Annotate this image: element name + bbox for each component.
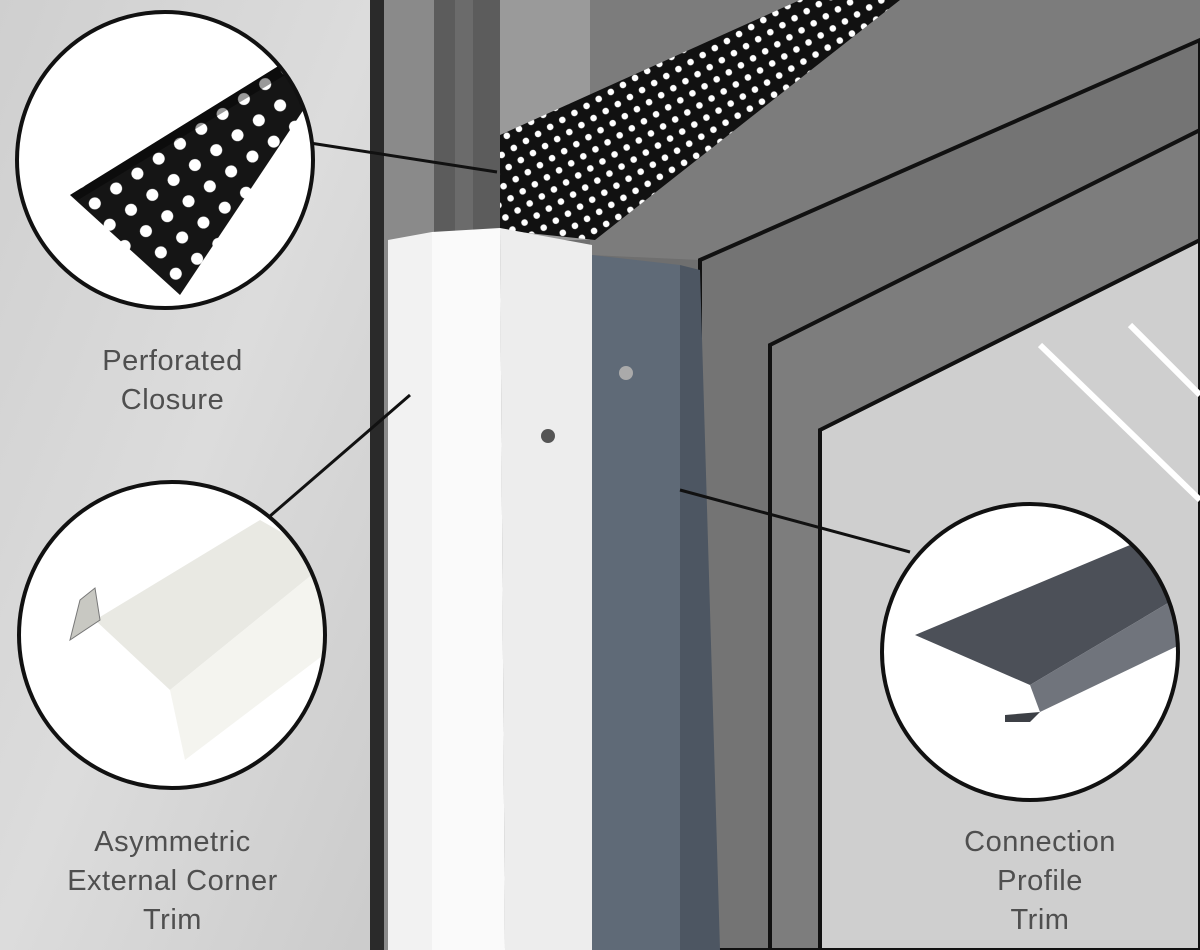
leader-line-corner-trim	[261, 393, 411, 525]
connection-profile-blue	[592, 255, 680, 950]
connection-profile-flange	[680, 265, 720, 950]
perforated-closure-callout	[15, 10, 315, 310]
label-perforated-closure: Perforated Closure	[40, 342, 305, 420]
label-line: Asymmetric	[94, 826, 251, 858]
label-line: Perforated	[102, 345, 243, 377]
fastener-hole	[541, 429, 555, 443]
wall-edge	[370, 0, 384, 950]
label-connection-profile: Connection Profile Trim	[900, 823, 1180, 940]
label-line: Connection	[964, 826, 1116, 858]
label-corner-trim: Asymmetric External Corner Trim	[20, 823, 325, 940]
leader-line-perforated	[309, 141, 498, 174]
leader-line-connection	[679, 488, 911, 554]
corner-trim-white-face	[432, 228, 505, 950]
glass-reflection	[1037, 342, 1200, 503]
perforated-closure-strip	[500, 0, 900, 240]
corner-trim-white-side	[500, 228, 592, 950]
label-line: Profile	[997, 865, 1083, 897]
label-line: Trim	[143, 904, 202, 936]
connection-profile-callout	[880, 502, 1180, 802]
corner-trim-white	[388, 232, 432, 950]
corner-trim-callout	[17, 480, 327, 790]
label-line: External Corner	[67, 865, 278, 897]
label-line: Trim	[1010, 904, 1070, 936]
glass-reflection	[1127, 322, 1200, 398]
pipe-highlight	[455, 0, 473, 240]
fastener-hole	[619, 366, 633, 380]
label-line: Closure	[120, 384, 225, 416]
